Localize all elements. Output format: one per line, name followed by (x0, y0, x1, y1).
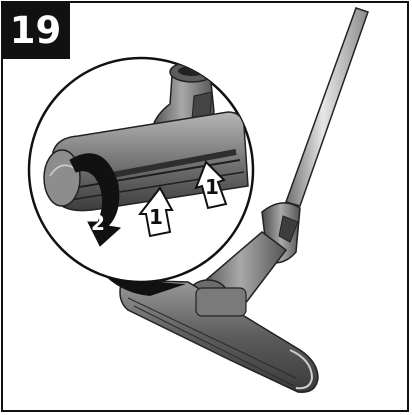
turbo-floor-head (119, 279, 319, 393)
lift-label-left: 1 (149, 205, 163, 229)
wand-tube (285, 7, 369, 207)
push-up-arrow-left: 1 (137, 186, 174, 238)
zoom-inset: 2 1 1 (27, 56, 255, 284)
step-number-badge: 19 (1, 1, 70, 59)
lift-label-right: 1 (205, 175, 219, 199)
rotate-label: 2 (91, 211, 105, 235)
rotate-arrow: 2 (69, 153, 122, 247)
push-up-arrow-right: 1 (194, 160, 228, 210)
zoom-pointer (86, 250, 186, 296)
